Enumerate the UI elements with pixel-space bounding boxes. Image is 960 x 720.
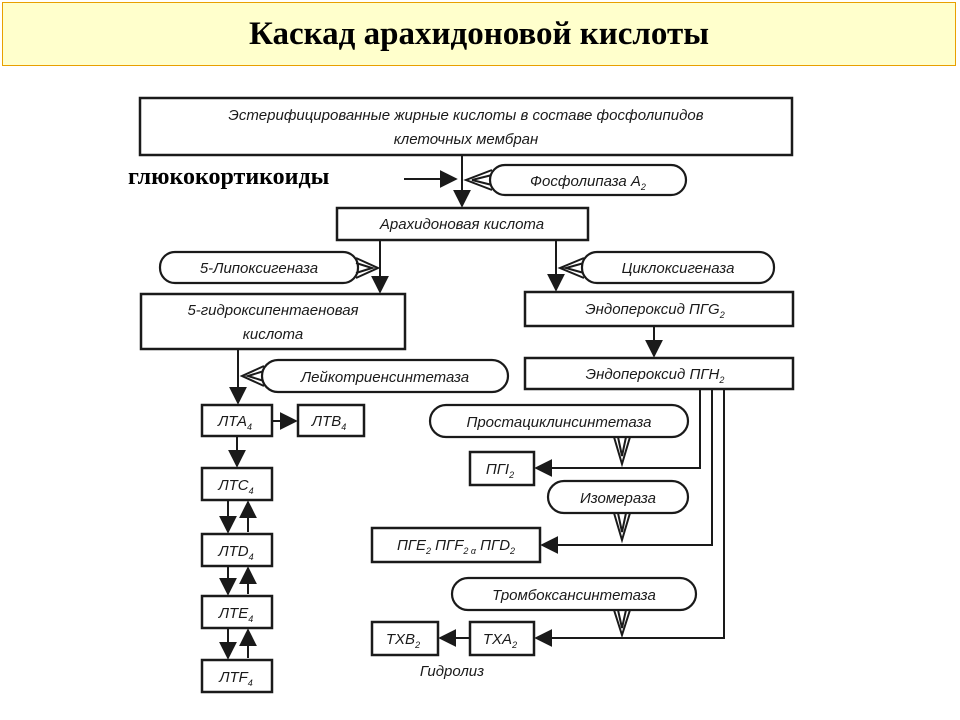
thromboxane-synthetase-label: Тромбоксансинтетаза <box>492 587 656 604</box>
hete-box: 5-гидроксипентаеновая кислота <box>139 292 407 351</box>
isomerase-label: Изомераза <box>580 490 656 507</box>
pgi2-box: ПГI2 <box>468 450 536 487</box>
arrow-to-pge2 <box>540 389 713 554</box>
hydrolysis-label: Гидролиз <box>420 663 484 680</box>
phospholipase-pill: Фосфолипаза A2 <box>463 163 688 197</box>
lta4-label: ЛТА4 <box>217 413 252 432</box>
arrow-to-pgi2 <box>534 389 701 477</box>
cyclooxygenase-label: Циклоксигеназа <box>622 260 735 277</box>
phospholipids-label-1: Эстерифицированные жирные кислоты в сост… <box>228 107 703 124</box>
ltc4-label: ЛТС4 <box>217 477 253 496</box>
pgg2-box: Эндопероксид ПГG2 <box>523 290 795 328</box>
hete-label-1: 5-гидроксипентаеновая <box>187 302 358 319</box>
hete-label-2: кислота <box>243 326 303 343</box>
leukotriene-synthetase-label: Лейкотриенсинтетаза <box>300 369 469 386</box>
ltb4-label: ЛТВ4 <box>311 413 346 432</box>
leukotriene-synthetase-pill: Лейкотриенсинтетаза <box>239 358 510 394</box>
lte4-label: ЛТЕ4 <box>218 605 253 624</box>
pge2-pgf2a-pgd2-box: ПГЕ2 ПГF2 α ПГD2 <box>370 526 542 564</box>
pge2-pgf2a-pgd2-label: ПГЕ2 ПГF2 α ПГD2 <box>397 537 515 556</box>
page-title: Каскад арахидоновой кислоты <box>249 15 709 52</box>
ltb4-box: ЛТВ4 <box>296 403 366 438</box>
cyclooxygenase-pill: Циклоксигеназа <box>557 250 776 285</box>
lipoxygenase-pointer <box>355 257 381 279</box>
ltf4-label: ЛТF4 <box>218 669 253 688</box>
prostacyclin-synthetase-label: Простациклинсинтетаза <box>466 414 651 431</box>
lta4-box: ЛТА4 <box>200 403 274 438</box>
cyclooxygenase-pointer <box>557 257 585 279</box>
leukotriene-pointer <box>239 365 265 387</box>
ltf4-box: ЛТF4 <box>200 658 274 694</box>
phospholipase-label: Фосфолипаза A2 <box>530 173 646 192</box>
title-bar: Каскад арахидоновой кислоты <box>2 2 956 66</box>
ltd4-label: ЛТD4 <box>217 543 253 562</box>
lte4-box: ЛТЕ4 <box>200 594 274 630</box>
thromboxane-pointer <box>613 609 631 639</box>
phospholipids-box: Эстерифицированные жирные кислоты в сост… <box>138 96 794 157</box>
txa2-box: ТХА2 <box>468 620 536 657</box>
pgg2-label: Эндопероксид ПГG2 <box>585 301 725 320</box>
txa2-label: ТХА2 <box>483 631 517 650</box>
txb2-box: ТХВ2 <box>370 620 440 657</box>
arachidonic-acid-box: Арахидоновая кислота <box>335 206 590 242</box>
arachidonic-acid-label: Арахидоновая кислота <box>379 216 544 233</box>
txb2-label: ТХВ2 <box>386 631 420 650</box>
ltc4-box: ЛТС4 <box>200 466 274 502</box>
glucocorticoids-label: глюкокортикоиды <box>128 164 330 190</box>
isomerase-pointer <box>613 512 631 544</box>
ltd4-box: ЛТD4 <box>200 532 274 568</box>
lipoxygenase-pill: 5-Липоксигеназа <box>158 250 381 285</box>
pgi2-label: ПГI2 <box>486 461 514 480</box>
prostacyclin-synthetase-pill: Простациклинсинтетаза <box>428 403 690 468</box>
phospholipids-label-2: клеточных мембран <box>394 131 539 148</box>
thromboxane-synthetase-pill: Тромбоксансинтетаза <box>450 576 698 639</box>
isomerase-pill: Изомераза <box>546 479 690 544</box>
prostacyclin-pointer <box>613 436 631 468</box>
pgh2-label: Эндопероксид ПГH2 <box>586 366 725 385</box>
arrow-to-txa2 <box>534 389 725 647</box>
phospholipase-pointer <box>463 169 493 191</box>
lipoxygenase-label: 5-Липоксигеназа <box>200 260 318 277</box>
pgh2-box: Эндопероксид ПГH2 <box>523 356 795 391</box>
